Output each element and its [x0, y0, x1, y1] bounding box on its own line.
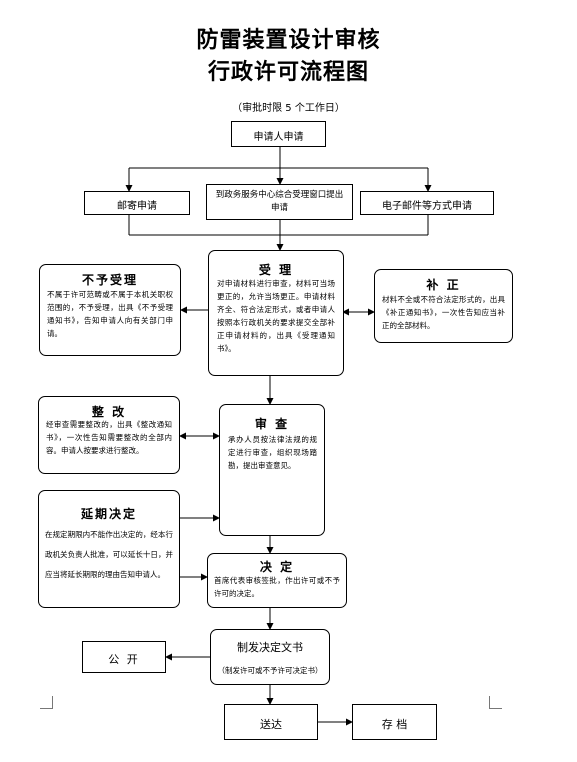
supplement-body: 材料不全或不符合法定形式的，出具《补正通知书》，一次性告知应当补正的全部材料。 — [382, 295, 505, 330]
archive-box: 存 档 — [352, 704, 437, 740]
rejection-body: 不属于许可范畴或不属于本机关职权范围的，不予受理，出具《不予受理通知书》，告知申… — [47, 290, 173, 338]
rectify-title: 整 改 — [91, 405, 127, 419]
deliver-box: 送达 — [224, 704, 318, 740]
delay-decision-box: 延期决定 在规定期限内不能作出决定的，经本行政机关负责人批准，可以延长十日，并应… — [38, 490, 180, 608]
acceptance-body: 对申请材料进行审查，材料可当场更正的，允许当场更正。申请材料齐全、符合法定形式，… — [217, 279, 335, 353]
window-application-label: 到政务服务中心综合受理窗口提出申请 — [215, 190, 344, 213]
publish-box: 公 开 — [82, 641, 166, 673]
acceptance-title: 受 理 — [258, 263, 294, 277]
page-corner-mark-right — [489, 696, 502, 709]
mail-application-label: 邮寄申请 — [117, 201, 157, 212]
review-title: 审 查 — [254, 417, 290, 431]
page-corner-mark-left — [40, 696, 53, 709]
supplement-title: 补 正 — [426, 278, 461, 292]
mail-application-box: 邮寄申请 — [84, 191, 190, 215]
archive-label: 存 档 — [381, 718, 408, 731]
issue-documents-body: （制发许可或不予许可决定书） — [217, 666, 323, 675]
title-line-2: 行政许可流程图 — [207, 60, 369, 85]
rectify-body: 经审查需要整改的，出具《整改通知书》，一次性告知需要整改的全部内容。申请人按要求… — [46, 420, 172, 455]
delay-decision-body: 在规定期限内不能作出决定的，经本行政机关负责人批准，可以延长十日，并应当将延长期… — [45, 530, 173, 579]
delay-decision-title: 延期决定 — [80, 507, 137, 521]
decision-body: 首席代表审核签批，作出许可或不予许可的决定。 — [214, 576, 340, 598]
email-application-label: 电子邮件等方式申请 — [382, 201, 472, 212]
decision-title: 决 定 — [259, 560, 295, 574]
window-application-box: 到政务服务中心综合受理窗口提出申请 — [206, 184, 353, 220]
review-body: 承办人员按法律法规的规定进行审查，组织现场踏勘，提出审查意见。 — [228, 435, 317, 470]
rejection-title: 不予受理 — [81, 273, 138, 287]
publish-label: 公 开 — [108, 653, 140, 666]
supplement-box: 补 正 材料不全或不符合法定形式的，出具《补正通知书》，一次性告知应当补正的全部… — [374, 269, 513, 343]
applicant-apply-label: 申请人申请 — [253, 132, 304, 143]
time-limit-note: （审批时限 5 个工作日） — [232, 103, 345, 114]
email-application-box: 电子邮件等方式申请 — [360, 191, 494, 215]
deliver-label: 送达 — [260, 718, 282, 731]
issue-documents-box: 制发决定文书 （制发许可或不予许可决定书） — [210, 629, 330, 685]
acceptance-box: 受 理 对申请材料进行审查，材料可当场更正的，允许当场更正。申请材料齐全、符合法… — [208, 250, 344, 376]
rectify-box: 整 改 经审查需要整改的，出具《整改通知书》，一次性告知需要整改的全部内容。申请… — [38, 396, 180, 474]
review-box: 审 查 承办人员按法律法规的规定进行审查，组织现场踏勘，提出审查意见。 — [219, 404, 325, 536]
rejection-box: 不予受理 不属于许可范畴或不属于本机关职权范围的，不予受理，出具《不予受理通知书… — [39, 264, 181, 356]
title-line-1: 防雷装置设计审核 — [196, 28, 381, 53]
decision-box: 决 定 首席代表审核签批，作出许可或不予许可的决定。 — [207, 553, 347, 608]
issue-documents-title: 制发决定文书 — [237, 641, 303, 654]
applicant-apply-box: 申请人申请 — [231, 121, 326, 147]
